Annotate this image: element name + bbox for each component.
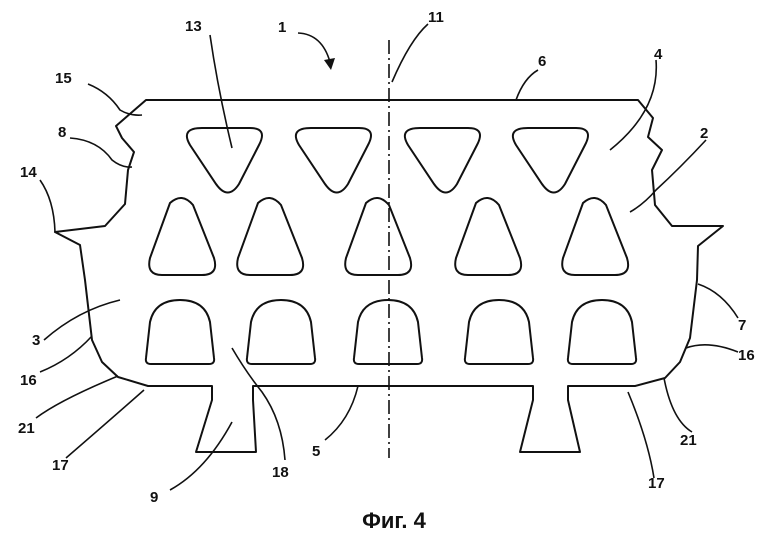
triangle-hole [455,198,521,275]
arch-hole [354,300,422,364]
label-9: 9 [150,489,158,506]
leader-arrow-1 [298,33,330,62]
label-2: 2 [700,125,708,142]
leader-17-right [628,392,654,478]
label-4: 4 [654,46,663,63]
leader-21-right [664,378,692,432]
label-15: 15 [55,70,72,87]
figure-caption: Фиг. 4 [362,508,426,533]
triangle-hole [296,128,371,193]
label-16-right: 16 [738,347,755,364]
leader-3 [44,300,120,340]
label-17-right: 17 [648,475,665,492]
label-5: 5 [312,443,320,460]
label-17-left: 17 [52,457,69,474]
arrowhead [324,58,335,70]
triangle-hole [149,198,215,275]
triangle-hole [513,128,588,193]
label-13: 13 [185,18,202,35]
label-7: 7 [738,317,746,334]
leader-16-right [686,345,738,352]
label-14: 14 [20,164,37,181]
arch-hole [465,300,533,364]
leader-21-left [36,376,118,418]
arch-hole [568,300,636,364]
leader-9 [170,422,232,490]
triangle-hole [562,198,628,275]
leader-13 [210,35,232,148]
label-18: 18 [272,464,289,481]
label-6: 6 [538,53,546,70]
label-1: 1 [278,19,286,36]
leader-8 [70,138,132,167]
leader-14 [40,180,55,232]
leader-2 [630,140,706,212]
label-16-left: 16 [20,372,37,389]
label-8: 8 [58,124,66,141]
triangle-hole [405,128,480,193]
leader-16-left [40,336,92,372]
leader-7 [698,284,738,318]
arch-hole [247,300,315,364]
label-21-right: 21 [680,432,697,449]
arch-hole [146,300,214,364]
leader-17-left [66,390,144,458]
label-3: 3 [32,332,40,349]
leader-4 [610,60,656,150]
leader-6 [516,70,538,100]
triangle-hole [237,198,303,275]
label-21-left: 21 [18,420,35,437]
leader-11 [392,24,428,82]
leader-5 [325,386,358,440]
triangle-hole [345,198,411,275]
triangle-hole [187,128,262,193]
label-11: 11 [428,9,444,26]
